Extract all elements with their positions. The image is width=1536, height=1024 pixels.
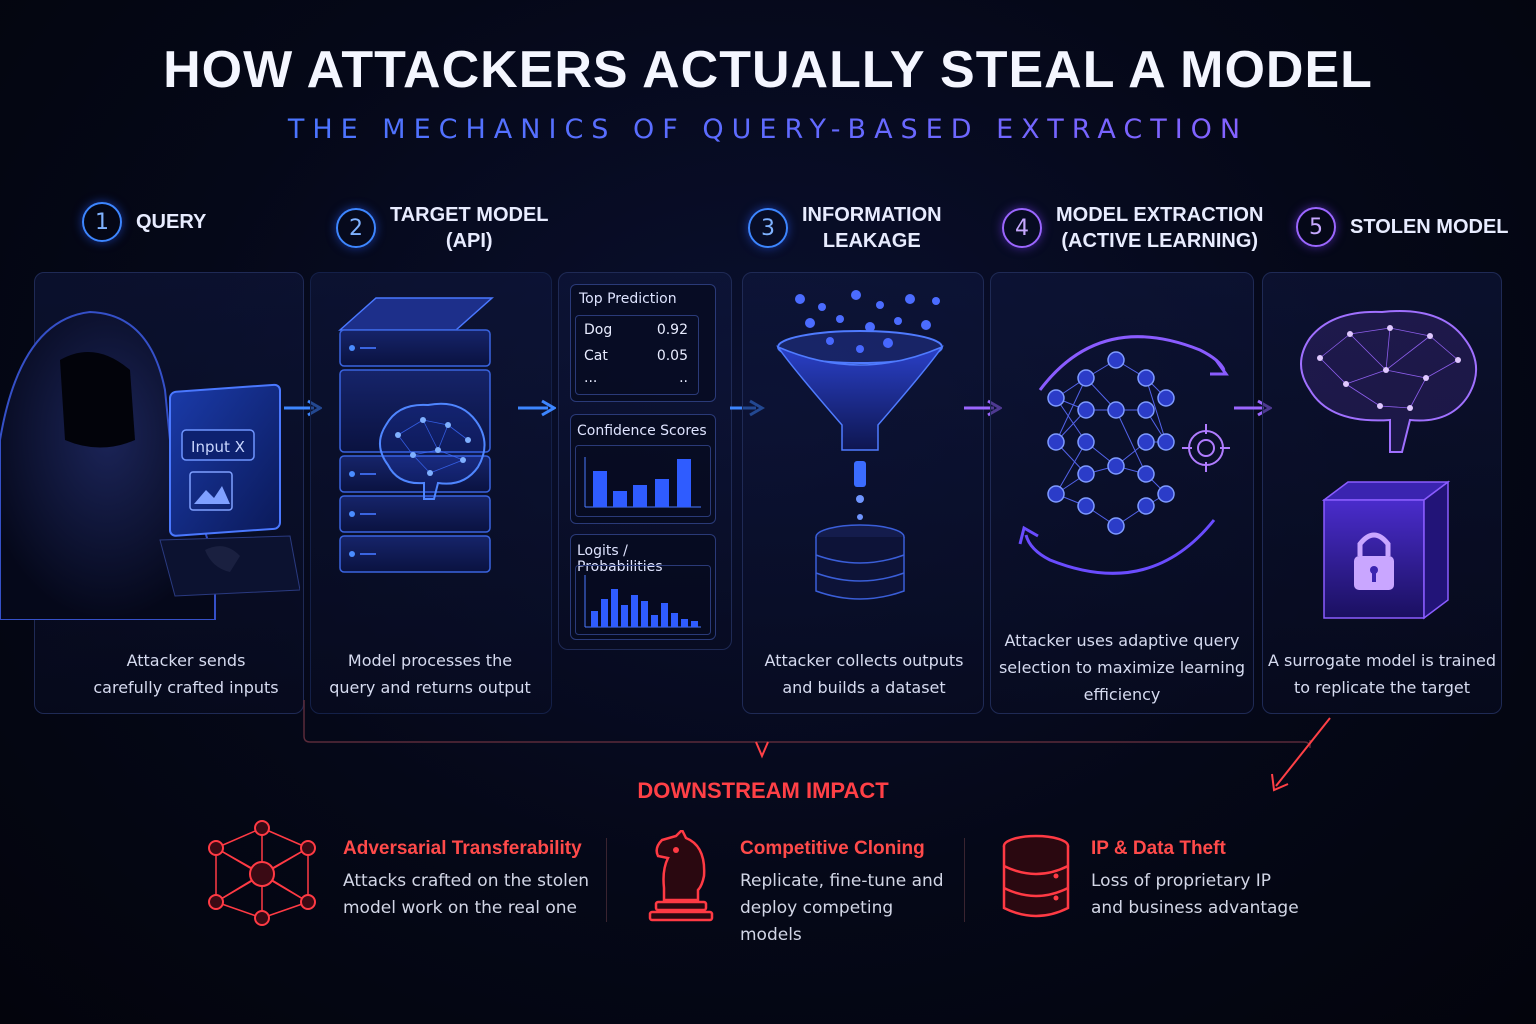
laptop-input-label: Input X xyxy=(191,438,245,456)
confidence-bars-icon xyxy=(575,445,711,517)
step-2-desc-line-1: Model processes the xyxy=(347,651,513,670)
step-1-desc-line-2: carefully crafted inputs xyxy=(93,678,279,697)
step-5-header: 5 STOLEN MODEL xyxy=(1296,207,1509,247)
step-3-label: INFORMATION LEAKAGE xyxy=(802,202,942,254)
step-4-desc-line-2: selection to maximize learning xyxy=(998,658,1246,677)
step-1-number: 1 xyxy=(82,202,122,242)
step-2-desc-line-2: query and returns output xyxy=(329,678,531,697)
prediction-value-cat: 0.05 xyxy=(656,348,688,364)
confidence-scores-card: Confidence Scores xyxy=(570,414,716,524)
step-5-description: A surrogate model is trained to replicat… xyxy=(1262,647,1502,701)
step-1-desc-line-1: Attacker sends xyxy=(126,651,246,670)
step-1-label: QUERY xyxy=(136,211,207,233)
step-5-number: 5 xyxy=(1296,207,1336,247)
page-subtitle: THE MECHANICS OF QUERY-BASED EXTRACTION xyxy=(0,114,1536,145)
impact-body-cloning: Replicate, fine-tune and deploy competin… xyxy=(740,868,960,949)
prediction-table: Dog 0.92 Cat 0.05 ... .. xyxy=(575,315,699,395)
top-prediction-title: Top Prediction xyxy=(579,291,677,307)
step-2-description: Model processes the query and returns ou… xyxy=(290,647,570,701)
downstream-impact-title: DOWNSTREAM IMPACT xyxy=(637,778,889,803)
step-1-description: Attacker sends carefully crafted inputs xyxy=(40,647,332,701)
prediction-value-dog: 0.92 xyxy=(656,322,688,338)
step-2-number: 2 xyxy=(336,208,376,248)
step-5-desc-line-1: A surrogate model is trained xyxy=(1268,651,1496,670)
model-extraction-panel xyxy=(990,272,1254,714)
step-4-number: 4 xyxy=(1002,208,1042,248)
step-3-label-line-1: INFORMATION xyxy=(802,204,942,226)
target-crosshair-icon xyxy=(1182,424,1230,472)
prediction-value-more: .. xyxy=(679,370,688,386)
prediction-label-dog: Dog xyxy=(584,322,613,338)
downstream-connector xyxy=(303,700,1331,792)
hacker-illustration-icon: Input X xyxy=(0,310,300,620)
database-icon xyxy=(1002,834,1070,918)
step-2-label-line-1: TARGET MODEL xyxy=(390,204,549,226)
impact-body-line-2: and business advantage xyxy=(1091,898,1299,918)
impact-item-ip-theft: IP & Data Theft Loss of proprietary IP a… xyxy=(1091,838,1311,922)
logits-title: Logits / Probabilities xyxy=(577,543,663,575)
step-3-desc-line-2: and builds a dataset xyxy=(782,678,946,697)
network-icon xyxy=(208,820,316,926)
impact-body-transferability: Attacks crafted on the stolen model work… xyxy=(343,868,603,922)
impact-body-line-2: model work on the real one xyxy=(343,898,578,918)
prediction-label-more: ... xyxy=(584,370,598,386)
impact-divider xyxy=(606,838,607,922)
impact-body-ip-theft: Loss of proprietary IP and business adva… xyxy=(1091,868,1311,922)
impact-item-transferability: Adversarial Transferability Attacks craf… xyxy=(343,838,603,922)
locked-brain-icon xyxy=(1300,310,1478,620)
arrow-right-icon xyxy=(518,399,556,417)
step-5-desc-line-2: to replicate the target xyxy=(1293,678,1471,697)
step-4-label: MODEL EXTRACTION (ACTIVE LEARNING) xyxy=(1056,202,1263,254)
impact-heading-cloning: Competitive Cloning xyxy=(740,838,925,859)
step-4-label-line-2: (ACTIVE LEARNING) xyxy=(1061,230,1259,252)
impact-body-line-1: Attacks crafted on the stolen xyxy=(343,871,590,891)
step-5-label: STOLEN MODEL xyxy=(1350,216,1509,238)
step-4-label-line-1: MODEL EXTRACTION xyxy=(1056,204,1264,226)
server-stack-icon xyxy=(338,297,494,573)
step-1-header: 1 QUERY xyxy=(82,202,206,242)
step-2-label: TARGET MODEL (API) xyxy=(390,202,549,254)
step-2-header: 2 TARGET MODEL (API) xyxy=(336,202,549,254)
impact-divider xyxy=(964,838,965,922)
step-3-desc-line-1: Attacker collects outputs xyxy=(764,651,964,670)
impact-body-line-1: Replicate, fine-tune and xyxy=(740,871,944,891)
logits-card: Logits / Probabilities xyxy=(570,534,716,640)
logits-bars-icon xyxy=(575,565,711,635)
step-4-desc-line-3: efficiency xyxy=(1083,685,1161,704)
impact-heading-ip-theft: IP & Data Theft xyxy=(1091,838,1226,859)
impact-item-cloning: Competitive Cloning Replicate, fine-tune… xyxy=(740,838,960,949)
impact-heading-transferability: Adversarial Transferability xyxy=(343,838,582,859)
chess-knight-icon xyxy=(648,830,714,922)
top-prediction-card: Top Prediction Dog 0.92 Cat 0.05 ... .. xyxy=(570,284,716,402)
step-3-description: Attacker collects outputs and builds a d… xyxy=(742,647,986,701)
brain-network-icon xyxy=(379,402,486,500)
confidence-scores-title: Confidence Scores xyxy=(577,423,707,439)
page-title: HOW ATTACKERS ACTUALLY STEAL A MODEL xyxy=(163,41,1373,99)
step-4-desc-line-1: Attacker uses adaptive query xyxy=(1004,631,1240,650)
impact-body-line-2: deploy competing models xyxy=(740,898,894,945)
active-learning-cycle-icon xyxy=(1018,335,1230,575)
step-2-label-line-2: (API) xyxy=(445,230,493,252)
prediction-label-cat: Cat xyxy=(584,348,608,364)
funnel-database-icon xyxy=(775,290,945,600)
step-4-description: Attacker uses adaptive query selection t… xyxy=(990,627,1254,708)
step-4-header: 4 MODEL EXTRACTION (ACTIVE LEARNING) xyxy=(1002,202,1263,254)
step-3-header: 3 INFORMATION LEAKAGE xyxy=(748,202,942,254)
step-3-number: 3 xyxy=(748,208,788,248)
impact-body-line-1: Loss of proprietary IP xyxy=(1091,871,1272,891)
step-3-label-line-2: LEAKAGE xyxy=(822,230,921,252)
